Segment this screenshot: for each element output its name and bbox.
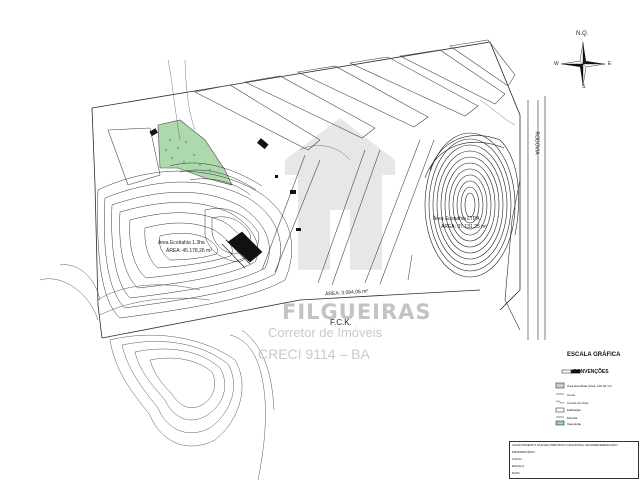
vegetation-area [157,119,233,186]
area-right-value: ÁREA: 37.131,25 m² [441,224,487,230]
title-block-row: DATA: [512,471,521,475]
property-boundary [91,41,521,339]
area-left-value: ÁREA: 45.178,26 m² [166,248,212,254]
area-left-title: Área Ecobahia 1.3ha [158,240,205,246]
fck-label: F.C.K. [330,318,352,327]
road-label: RODOVIA [533,131,540,155]
title-block-row: LOCAL: [512,457,523,461]
compass-rose [560,41,606,87]
legend-item: Estrada [567,416,578,420]
legend-symbols [555,369,581,426]
legend-item: Edificação [567,408,581,412]
legend-item: Área Escolhida (Área: 100,00 m²) [567,384,612,388]
road-strip [504,96,546,340]
trails [167,59,516,161]
vegetation-dots [165,139,211,171]
title-block-row: ESCALA: [512,464,525,468]
legend-conventions-title: CONVENÇÕES [573,369,609,375]
compass-north: N.Q. [576,31,589,37]
contour-lines-lower [39,264,275,480]
legend: ESCALA GRÁFICA CONVENÇÕES Área Escolhida… [553,352,635,426]
building-block-left [221,231,263,269]
watermark-logo [285,118,395,270]
legend-item: Curvas de Nível [567,401,589,405]
small-buildings [149,128,301,231]
title-block-heading: LEVANTAMENTO PLANIALTIMÉTRICO CADASTRAL … [512,443,618,447]
title-block-row: PROPRIETÁRIO: [512,450,536,454]
watermark-name: FILGUEIRAS [282,300,432,324]
legend-item: Vegetação [567,422,582,426]
title-block: LEVANTAMENTO PLANIALTIMÉTRICO CADASTRAL … [509,441,639,479]
compass-west: W [554,61,559,67]
contour-lines-right [424,132,519,278]
legend-scale-title: ESCALA GRÁFICA [567,352,621,358]
watermark-creci: CRECI 9114 – BA [258,346,370,362]
compass-south: S [582,84,586,90]
street-lots [107,39,516,286]
watermark-subtitle: Corretor de Imóveis [268,325,383,340]
area-right-title: Área Ecobahia LTDA [433,216,480,222]
legend-item: Cerca [567,393,576,397]
compass-east: E [608,61,612,67]
